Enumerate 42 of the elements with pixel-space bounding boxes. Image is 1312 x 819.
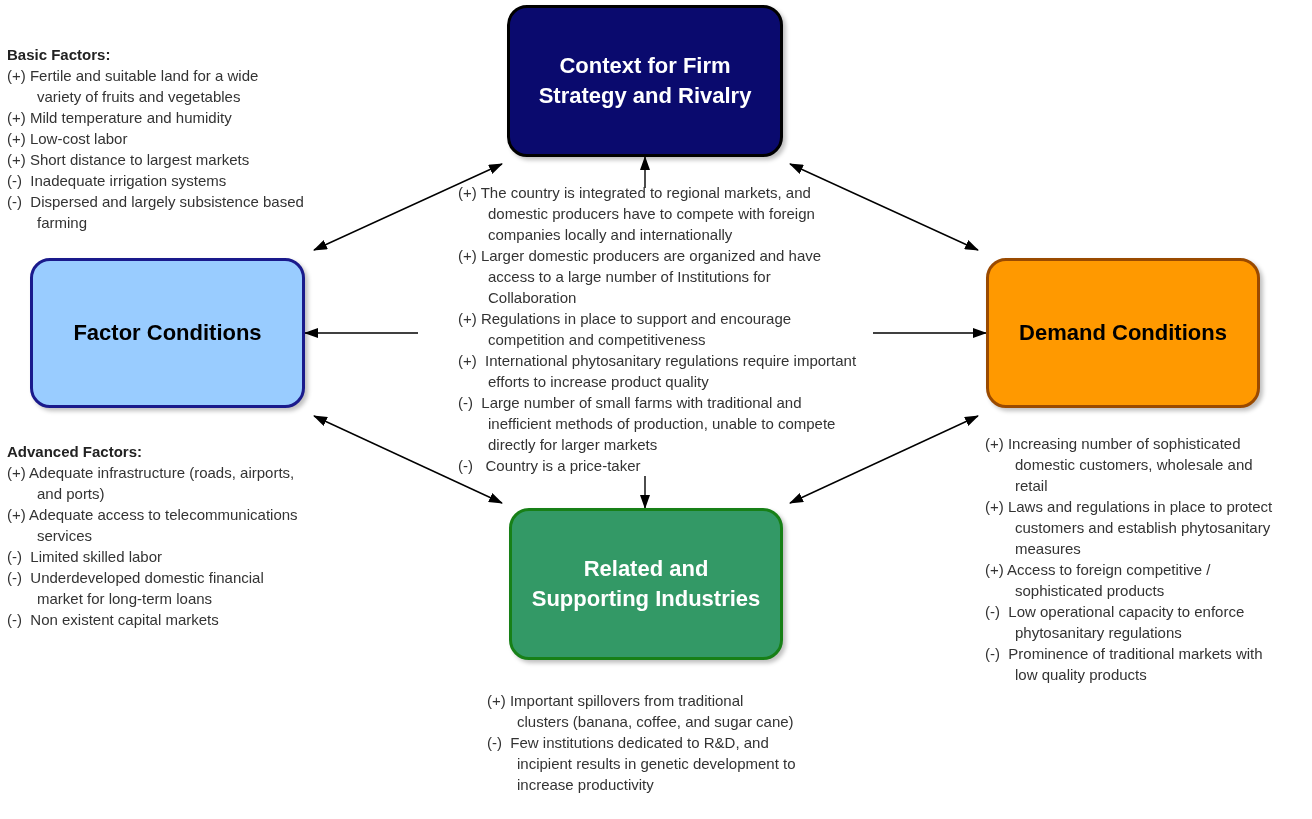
- bullet-text: (+) International phytosanitary regulations require important efforts to increase product quality: [458, 351, 858, 392]
- bullet-text: (+) Low-cost labor: [7, 129, 129, 149]
- arrow: [313, 415, 503, 504]
- box-title: Factor Conditions: [73, 319, 262, 347]
- section-heading: Advanced Factors:: [7, 442, 144, 462]
- factor-box: [507, 5, 783, 157]
- bullet-text: (+) Important spillovers from traditional clusters (banana, coffee, and sugar cane): [487, 691, 795, 732]
- bullet-text: (+) Adequate infrastructure (roads, airports, and ports): [7, 463, 296, 504]
- bullet-text: (+) Short distance to largest markets: [7, 150, 251, 170]
- arrow: [640, 475, 650, 509]
- arrow: [313, 163, 503, 251]
- box-title: Context for Firm Strategy and Rivalry: [537, 52, 753, 110]
- box-title: Demand Conditions: [1019, 319, 1227, 347]
- arrow: [304, 328, 419, 338]
- box-title: Related and Supporting Industries: [530, 555, 762, 613]
- bullet-text: (-) Dispersed and largely subsistence based farming: [7, 192, 305, 233]
- bullet-text: (+) Mild temperature and humidity: [7, 108, 233, 128]
- bullet-text: (-) Country is a price-taker: [458, 456, 642, 476]
- arrow: [872, 328, 987, 338]
- bullet-text: (-) Prominence of traditional markets with low quality products: [985, 644, 1264, 685]
- bullet-text: (+) The country is integrated to regional markets, and domestic producers have to compete with foreign companies locally and internationally: [458, 183, 816, 245]
- bullet-text: (+) Larger domestic producers are organized and have access to a large number of Institutions for Collaboration: [458, 246, 823, 308]
- arrow: [640, 156, 650, 189]
- bullet-text: (+) Fertile and suitable land for a wide variety of fruits and vegetables: [7, 66, 260, 107]
- bullet-text: (+) Increasing number of sophisticated domestic customers, wholesale and retail: [985, 434, 1254, 496]
- factor-box: [30, 258, 305, 408]
- bullet-text: (-) Few institutions dedicated to R&D, and incipient results in genetic development to increase productivity: [487, 733, 797, 795]
- factor-box: [986, 258, 1260, 408]
- bullet-text: (+) Access to foreign competitive / sophisticated products: [985, 560, 1212, 601]
- section-heading: Basic Factors:: [7, 45, 112, 65]
- factor-box: [509, 508, 783, 660]
- bullet-text: (-) Underdeveloped domestic financial market for long-term loans: [7, 568, 265, 609]
- bullet-text: (-) Inadequate irrigation systems: [7, 171, 228, 191]
- bullet-text: (-) Non existent capital markets: [7, 610, 220, 630]
- bullet-text: (-) Limited skilled labor: [7, 547, 164, 567]
- bullet-text: (-) Large number of small farms with traditional and inefficient methods of production, unable to compete directly for larger markets: [458, 393, 837, 455]
- arrow: [789, 163, 979, 251]
- bullet-text: (+) Adequate access to telecommunications services: [7, 505, 299, 546]
- bullet-text: (+) Regulations in place to support and encourage competition and competitiveness: [458, 309, 793, 350]
- arrow: [789, 415, 979, 504]
- bullet-text: (+) Laws and regulations in place to protect customers and establish phytosanitary measures: [985, 497, 1274, 559]
- bullet-text: (-) Low operational capacity to enforce phytosanitary regulations: [985, 602, 1246, 643]
